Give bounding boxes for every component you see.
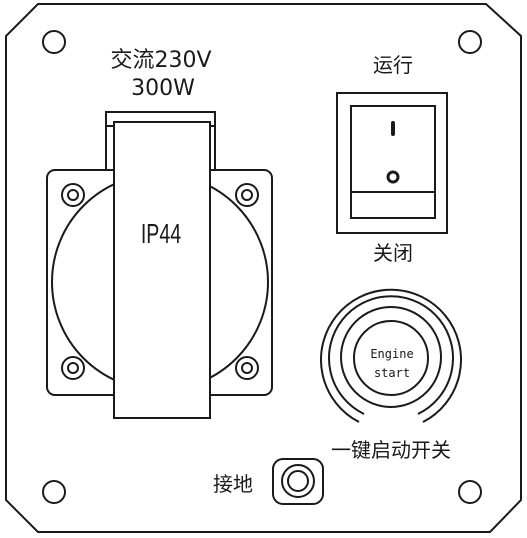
socket-screw-top-right <box>235 183 259 207</box>
ac-socket <box>46 111 273 419</box>
socket-screw-top-left <box>61 183 85 207</box>
start-button-text-line1[interactable]: Engine <box>370 347 414 361</box>
engine-start-switch <box>320 288 462 423</box>
ground-nut <box>272 458 324 505</box>
socket-voltage-label: 交流230V <box>110 48 212 73</box>
socket-screw-bottom-left <box>61 356 85 380</box>
switch-off-label: 关闭 <box>373 241 413 265</box>
ground-label: 接地 <box>213 472 253 496</box>
mounting-screw-bottom-right <box>458 480 482 504</box>
switch-rocker <box>350 105 436 219</box>
mounting-screw-bottom-left <box>42 480 66 504</box>
socket-power-label: 300W <box>131 76 195 101</box>
panel-outline <box>5 3 522 533</box>
start-button <box>353 320 429 396</box>
switch-off-mark <box>386 170 400 184</box>
socket-lid-hinge <box>105 111 216 170</box>
mounting-screw-top-right <box>458 30 482 54</box>
engine-start-label: 一键启动开关 <box>331 438 451 462</box>
socket-lid <box>113 121 211 419</box>
start-switch-collar <box>320 288 462 423</box>
switch-bezel <box>336 92 448 234</box>
start-switch-outer-ring <box>340 306 442 408</box>
start-button-text-line2[interactable]: start <box>373 366 411 380</box>
run-switch <box>336 92 448 234</box>
socket-screw-bottom-right <box>235 356 259 380</box>
socket-protection-rating: IP44 <box>140 218 182 249</box>
ground-terminal <box>272 458 324 505</box>
switch-on-label: 运行 <box>373 53 413 77</box>
mounting-screw-top-left <box>42 30 66 54</box>
